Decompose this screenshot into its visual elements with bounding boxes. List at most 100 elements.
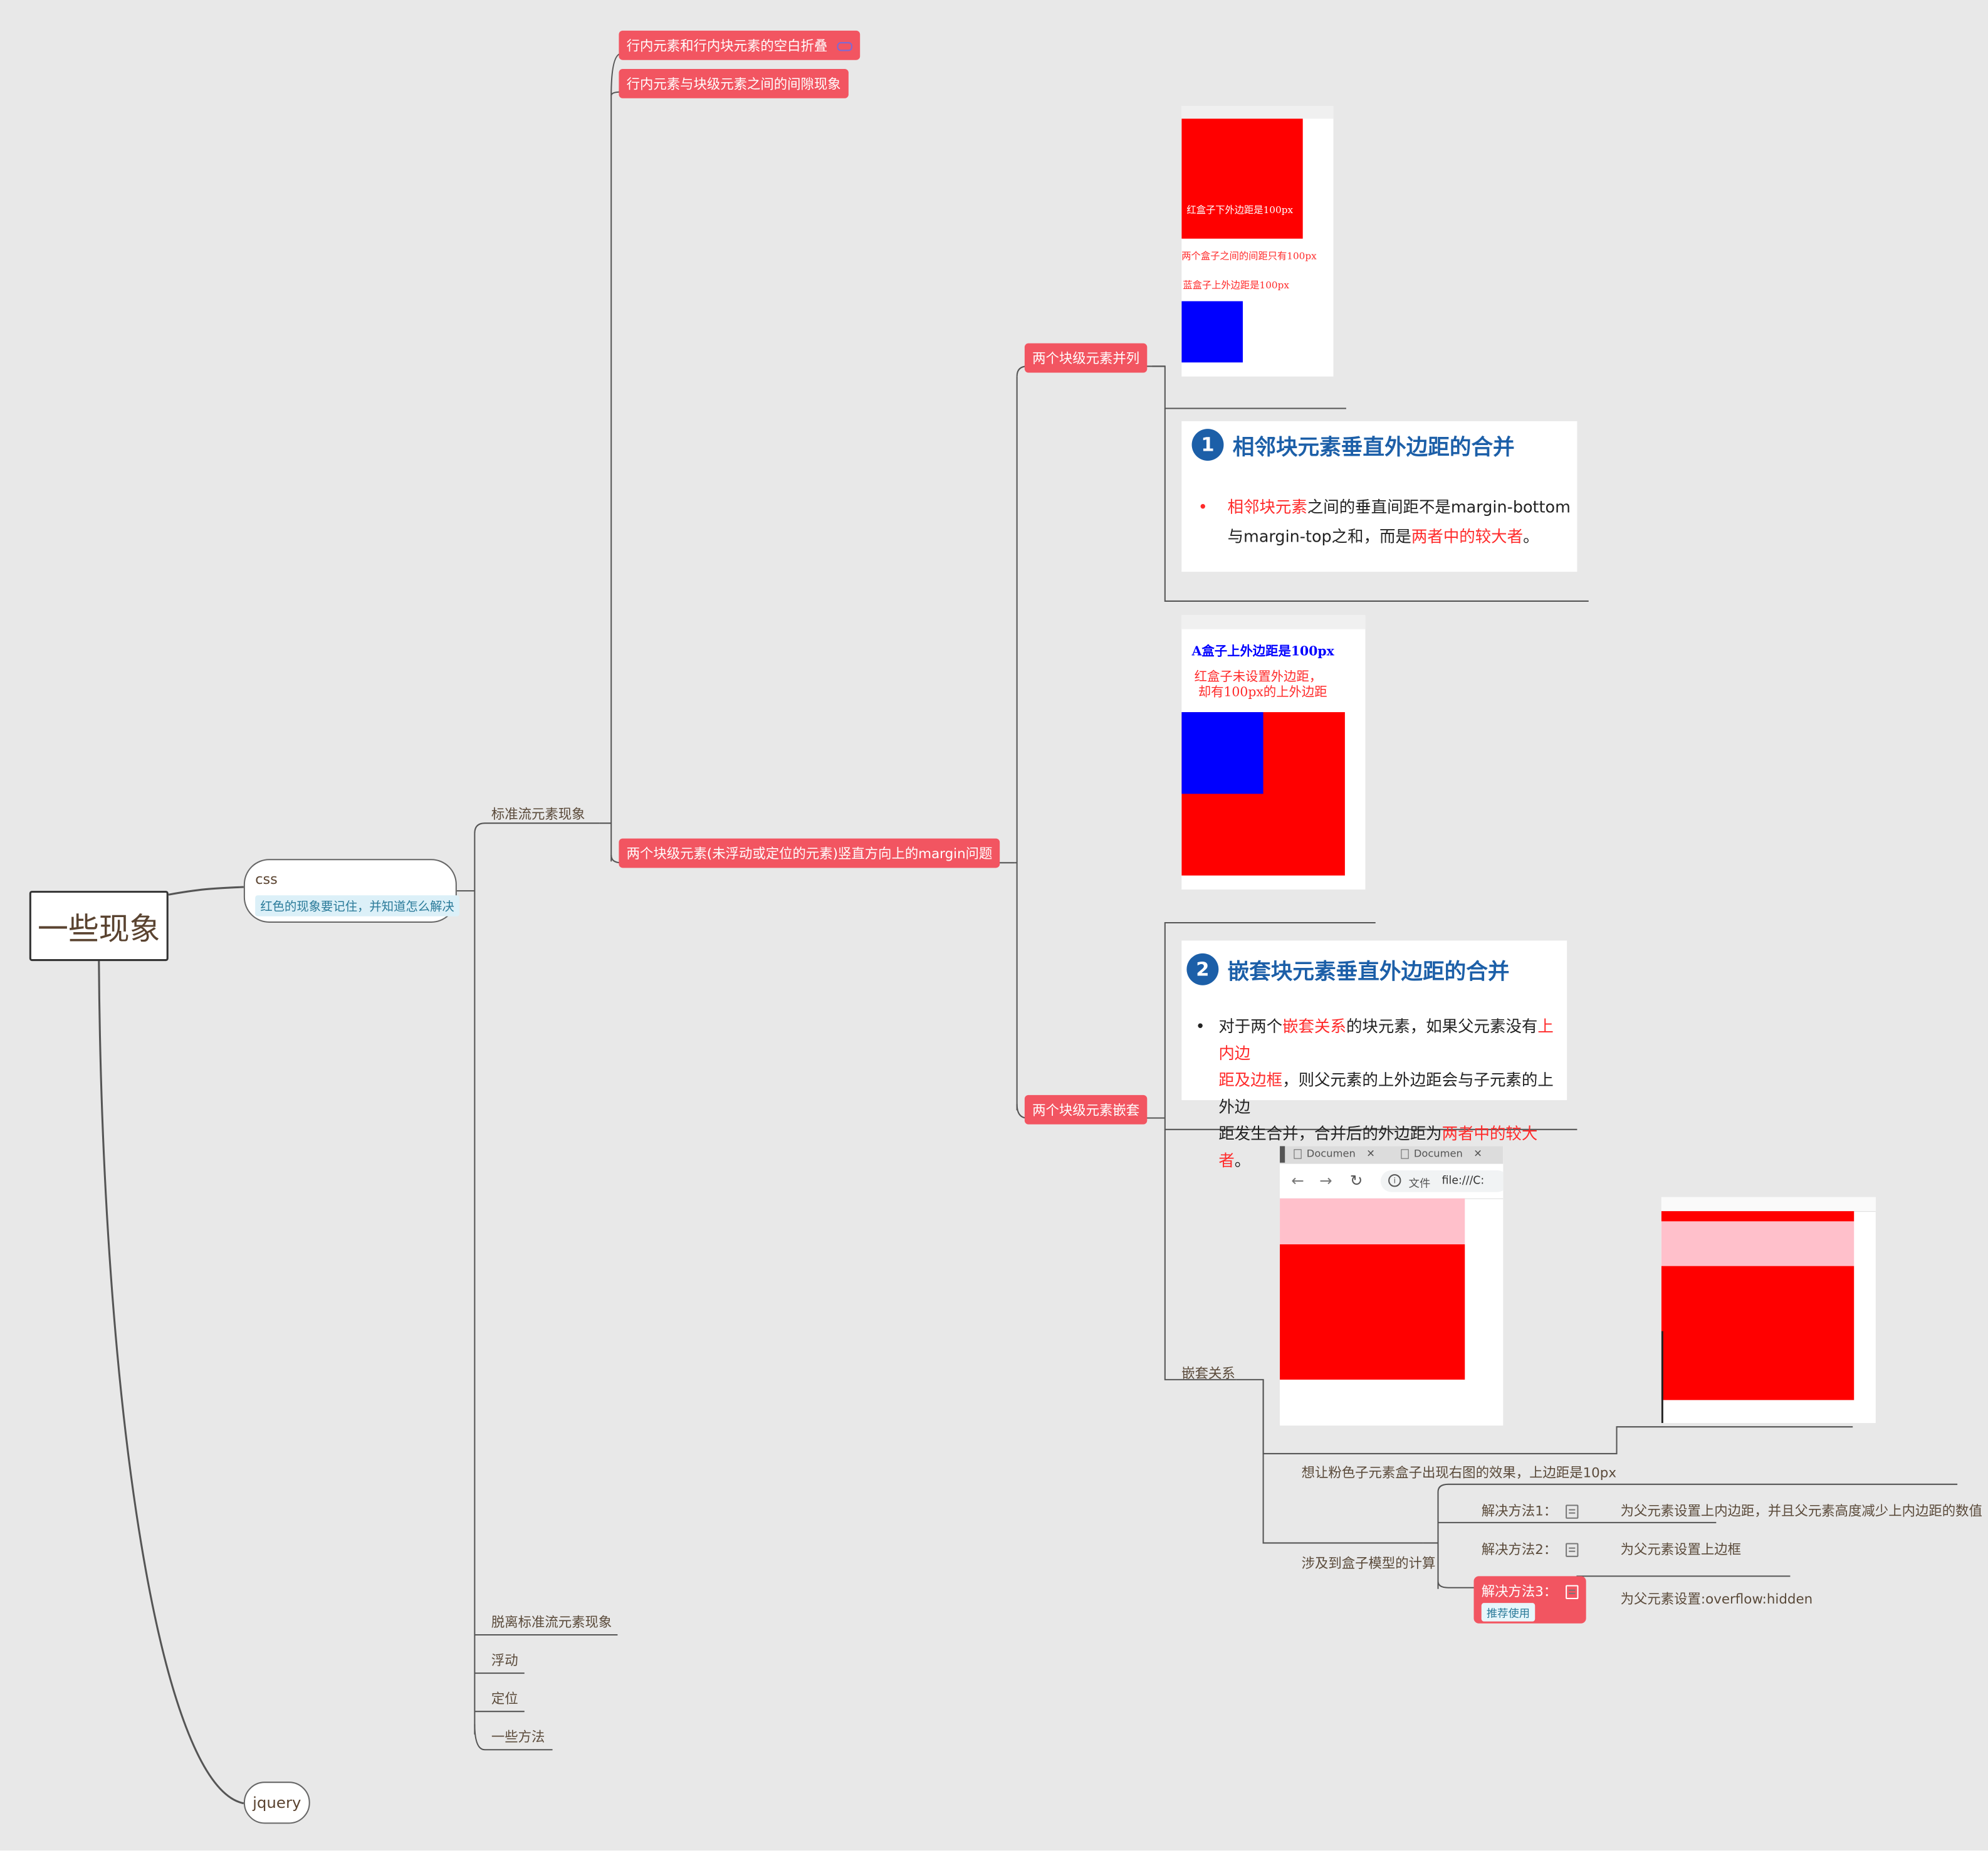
standard-flow-node[interactable]: 标准流元素现象 — [491, 804, 585, 824]
address-label: 文件 — [1408, 1177, 1431, 1190]
nested-card-title: 嵌套块元素垂直外边距的合并 — [1227, 958, 1510, 985]
red-parent-top — [1661, 1211, 1855, 1222]
bullet: • — [1198, 498, 1208, 517]
solution-2-node[interactable]: 解决方法2： — [1482, 1539, 1579, 1558]
highlight-text: 相邻块元素 — [1227, 498, 1307, 517]
notes-icon[interactable] — [1566, 1504, 1579, 1519]
solution-3-label: 解决方法3： — [1481, 1583, 1557, 1600]
notes-icon[interactable] — [1566, 1543, 1579, 1557]
css-node[interactable]: css 红色的现象要记住，并知道怎么解决 — [243, 859, 459, 923]
solution-1-desc: 为父元素设置上内边距，并且父元素高度减少上内边距的数值 — [1621, 1501, 1982, 1520]
close-icon[interactable]: ✕ — [1473, 1147, 1482, 1160]
adjacent-card-line1-text: 相邻块元素之间的垂直间距不是margin-bottom — [1228, 498, 1571, 517]
adjacent-card-title-row: 1 相邻块元素垂直外边距的合并 — [1191, 429, 1515, 461]
address-bar[interactable]: i 文件 file:///C: — [1380, 1170, 1504, 1192]
jquery-node[interactable]: jquery — [243, 1782, 310, 1824]
adjacent-card-title: 相邻块元素垂直外边距的合并 — [1232, 434, 1515, 460]
adjacent-margin-card: 1 相邻块元素垂直外边距的合并 • 相邻块元素之间的垂直间距不是margin-b… — [1181, 421, 1577, 572]
nested-card-line1: • 对于两个嵌套关系的块元素，如果父元素没有上内边 — [1196, 1014, 1566, 1068]
solution-1-node[interactable]: 解决方法1： — [1482, 1501, 1579, 1520]
number-badge: 1 — [1191, 429, 1224, 461]
out-of-flow-node[interactable]: 脱离标准流元素现象 — [491, 1612, 612, 1631]
solution-2-label: 解决方法2： — [1481, 1541, 1557, 1557]
link-icon[interactable] — [837, 42, 852, 51]
highlight-text: 嵌套关系 — [1282, 1017, 1346, 1036]
blue-box — [1181, 301, 1243, 363]
forward-icon[interactable]: → — [1319, 1171, 1332, 1190]
parallel-label: 两个块级元素并列 — [1032, 350, 1140, 367]
close-icon[interactable]: ✕ — [1366, 1147, 1375, 1160]
bullet: • — [1195, 1017, 1205, 1036]
recommended-tag: 推荐使用 — [1481, 1603, 1535, 1622]
vertical-margin-node[interactable]: 两个块级元素(未浮动或定位的元素)竖直方向上的margin问题 — [619, 838, 1000, 868]
window-edge — [1661, 1331, 1663, 1424]
caption-gap: 两个盒子之间的间距只有100px — [1181, 250, 1317, 262]
gap-phenomenon-node[interactable]: 行内元素与块级元素之间的间隙现象 — [619, 68, 849, 98]
out-of-flow-label: 脱离标准流元素现象 — [491, 1614, 612, 1630]
parallel-node[interactable]: 两个块级元素并列 — [1024, 343, 1148, 373]
solution-1-label: 解决方法1： — [1481, 1503, 1557, 1519]
page-icon — [1294, 1149, 1302, 1159]
solution-3-desc: 为父元素设置:overflow:hidden — [1621, 1589, 1813, 1609]
relation-label: 嵌套关系 — [1181, 1365, 1235, 1381]
browser-tab-1[interactable]: Documen ✕ — [1294, 1147, 1375, 1160]
reload-icon[interactable]: ↻ — [1350, 1171, 1363, 1190]
whitespace-collapse-node[interactable]: 行内元素和行内块元素的空白折叠 — [619, 30, 860, 60]
adjacent-card-line2: 与margin-top之和，而是两者中的较大者。 — [1198, 522, 1575, 552]
methods-node[interactable]: 一些方法 — [491, 1727, 545, 1746]
float-label: 浮动 — [491, 1652, 518, 1668]
red-parent-box — [1280, 1244, 1465, 1380]
pink-child-box — [1280, 1198, 1465, 1245]
highlight-text: 两者中的较大者 — [1218, 1124, 1538, 1170]
nested-screenshot-after — [1661, 1197, 1876, 1424]
solution-3-node[interactable]: 解决方法3： 推荐使用 — [1473, 1576, 1586, 1624]
body-text: 。 — [1523, 527, 1539, 546]
nested-card-line1-text: 对于两个嵌套关系的块元素，如果父元素没有上内边 — [1218, 1017, 1553, 1063]
caption-red-unset: 红盒子未设置外边距， — [1194, 668, 1322, 685]
root-label: 一些现象 — [38, 911, 160, 947]
info-icon: i — [1388, 1174, 1401, 1187]
calc-node[interactable]: 涉及到盒子模型的计算 — [1302, 1553, 1436, 1573]
address-text: file:///C: — [1441, 1174, 1485, 1187]
browser-tab-2[interactable]: Documen ✕ — [1401, 1147, 1482, 1160]
tab1-title: Documen — [1306, 1147, 1356, 1160]
position-node[interactable]: 定位 — [491, 1689, 518, 1708]
highlight-text: 上内边 — [1218, 1017, 1554, 1063]
notes-icon[interactable] — [1566, 1585, 1579, 1600]
relation-node[interactable]: 嵌套关系 — [1181, 1363, 1235, 1382]
solution-1-desc-text: 为父元素设置上内边距，并且父元素高度减少上内边距的数值 — [1620, 1503, 1982, 1519]
page-icon — [1401, 1149, 1409, 1159]
root-node[interactable]: 一些现象 — [29, 891, 169, 962]
whitespace-collapse-label: 行内元素和行内块元素的空白折叠 — [626, 38, 828, 54]
number-badge: 2 — [1186, 953, 1219, 985]
css-label: css — [255, 871, 278, 888]
highlight-text: 两者中的较大者 — [1411, 527, 1524, 546]
nested-card-body: • 对于两个嵌套关系的块元素，如果父元素没有上内边 距及边框，则父元素的上外边距… — [1196, 1014, 1566, 1175]
adjacent-card-body: • 相邻块元素之间的垂直间距不是margin-bottom 与margin-to… — [1198, 493, 1575, 552]
css-note: 红色的现象要记住，并知道怎么解决 — [255, 895, 459, 916]
caption-blue-top-margin: 蓝盒子上外边距是100px — [1183, 279, 1290, 291]
caption-red-bottom-margin: 红盒子下外边距是100px — [1186, 204, 1294, 216]
back-icon[interactable]: ← — [1291, 1171, 1304, 1190]
red-parent-box — [1661, 1266, 1855, 1400]
body-text: 。 — [1234, 1151, 1251, 1170]
browser-toolbar: ← → ↻ i 文件 file:///C: — [1280, 1163, 1504, 1199]
browser-bar — [1181, 105, 1334, 119]
solution-3-desc-text: 为父元素设置:overflow:hidden — [1620, 1591, 1813, 1607]
browser-bar — [1181, 615, 1366, 629]
nested-margin-card: 2 嵌套块元素垂直外边距的合并 • 对于两个嵌套关系的块元素，如果父元素没有上内… — [1181, 940, 1567, 1170]
nested-card-line3: 距发生合并，合并后的外边距为两者中的较大者。 — [1196, 1121, 1566, 1175]
body-text: 对于两个 — [1218, 1017, 1283, 1036]
browser-tabs — [1280, 1146, 1504, 1164]
nested-node[interactable]: 两个块级元素嵌套 — [1024, 1094, 1148, 1125]
vertical-margin-label: 两个块级元素(未浮动或定位的元素)竖直方向上的margin问题 — [626, 846, 993, 862]
float-node[interactable]: 浮动 — [491, 1650, 518, 1669]
window-edge — [1280, 1146, 1285, 1163]
body-text: ，则父元素的上外边距会与子元素的上外边 — [1218, 1071, 1554, 1116]
caption-red-inherited: 却有100px的上外边距 — [1198, 684, 1327, 700]
goal-node[interactable]: 想让粉色子元素盒子出现右图的效果，上边距是10px — [1302, 1462, 1616, 1482]
caption-a-box: A盒子上外边距是100px — [1191, 643, 1334, 659]
body-text: 的块元素，如果父元素没有 — [1346, 1017, 1538, 1036]
